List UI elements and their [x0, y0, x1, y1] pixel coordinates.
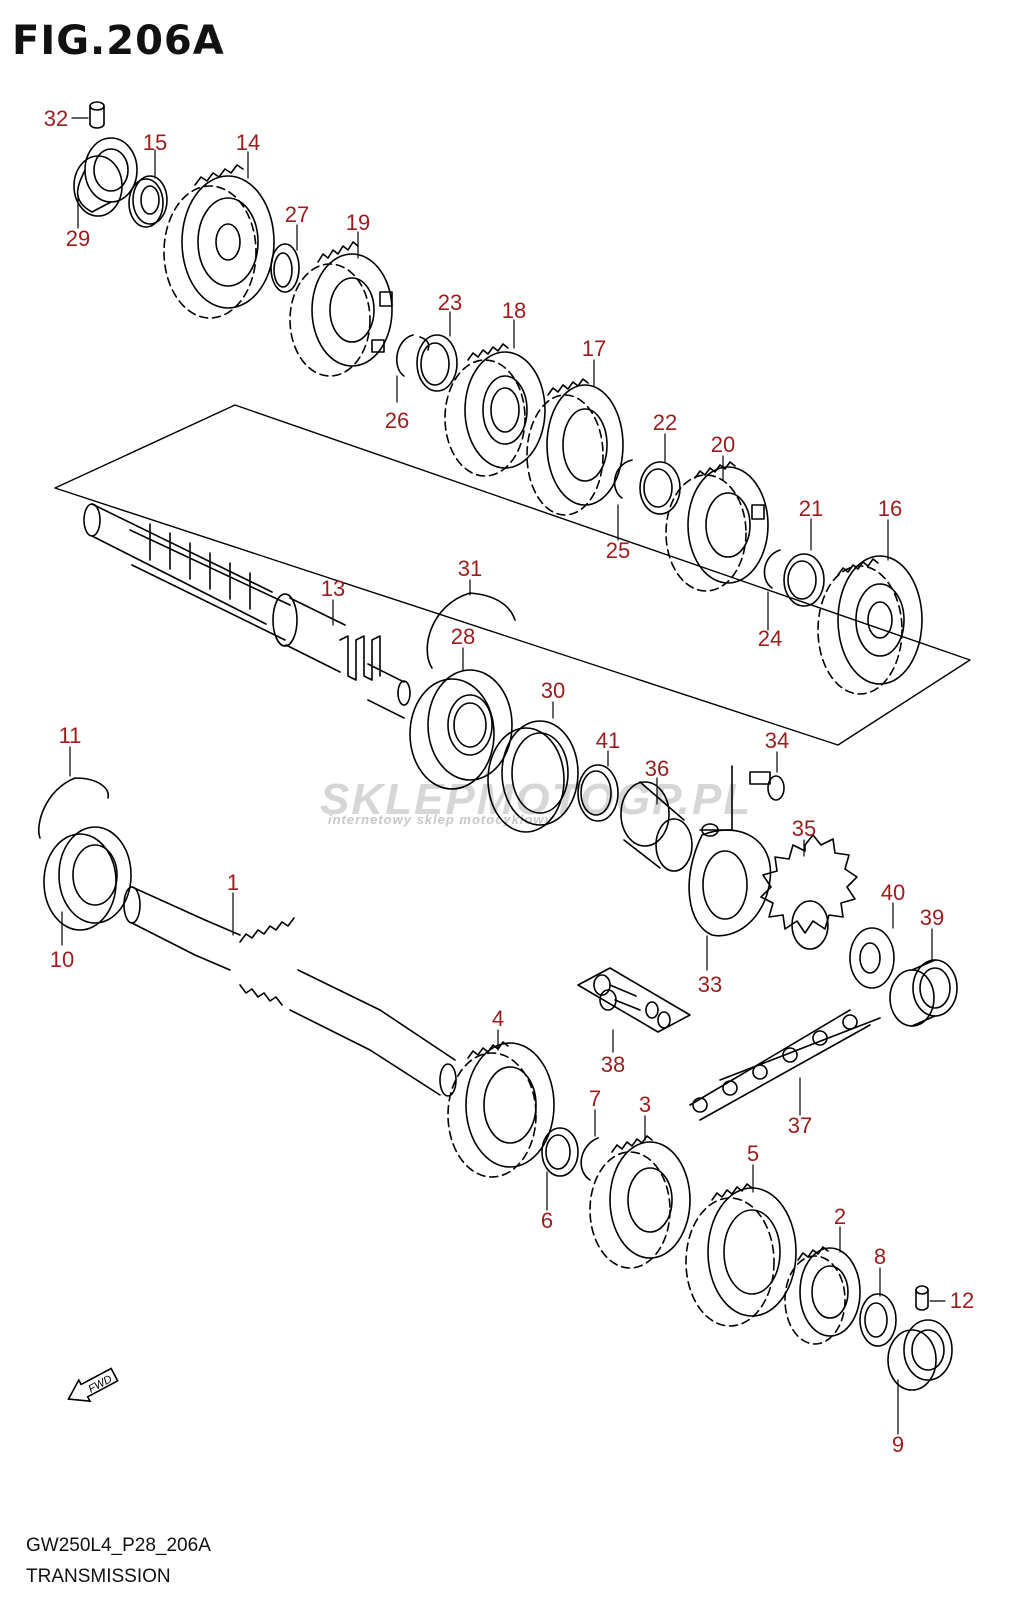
callout-9: 9	[892, 1432, 904, 1457]
part-27-washer	[270, 243, 300, 293]
fwd-arrow-icon: FWD	[67, 1367, 119, 1403]
callout-19: 19	[346, 210, 370, 235]
callout-labels: 32 29 15 14 27 19 23 26 18 17 22 25 20 2…	[44, 106, 974, 1457]
part-14-gear	[163, 164, 275, 319]
part-37-chain	[689, 1009, 881, 1121]
part-3-gear	[589, 1135, 691, 1269]
fwd-label: FWD	[86, 1373, 114, 1395]
part-19-gear	[289, 241, 393, 377]
callout-29: 29	[66, 226, 90, 251]
watermark-tagline: internetowy sklep motocyklowy	[328, 812, 553, 827]
callout-2: 2	[834, 1204, 846, 1229]
part-25-circlip	[613, 459, 633, 499]
figure-code: GW250L4_P28_206A	[26, 1535, 211, 1556]
callout-33: 33	[698, 972, 722, 997]
leader-lines	[61, 117, 946, 1435]
callout-5: 5	[747, 1141, 759, 1166]
callout-4: 4	[492, 1006, 504, 1031]
callout-10: 10	[50, 947, 74, 972]
part-38-master-link	[577, 967, 691, 1033]
part-23-washer	[416, 334, 458, 392]
part-8-washer	[859, 1293, 897, 1347]
part-16-gear	[817, 555, 923, 695]
part-26-circlip	[396, 334, 430, 377]
part-41-o-ring	[577, 764, 619, 822]
callout-8: 8	[874, 1244, 886, 1269]
part-11-c-ring	[38, 777, 109, 839]
part-12-dowel-pin	[915, 1285, 929, 1311]
part-5-gear	[685, 1183, 797, 1327]
callout-15: 15	[143, 130, 167, 155]
part-35-sprocket	[760, 834, 858, 950]
callout-6: 6	[541, 1208, 553, 1233]
part-22-washer	[639, 461, 681, 515]
part-9-bearing	[887, 1319, 953, 1391]
callout-18: 18	[502, 298, 526, 323]
callout-21: 21	[799, 496, 823, 521]
callout-39: 39	[920, 905, 944, 930]
part-33-plate	[688, 823, 772, 937]
callout-11: 11	[59, 723, 82, 748]
callout-7: 7	[589, 1086, 601, 1111]
part-40-washer	[849, 927, 895, 989]
callout-16: 16	[878, 496, 902, 521]
part-10-bearing	[43, 826, 132, 931]
figure-caption: TRANSMISSION	[26, 1566, 171, 1587]
part-2-gear	[784, 1246, 861, 1345]
part-17-gear	[526, 378, 624, 516]
part-4-gear	[447, 1041, 555, 1178]
part-30-seal	[487, 720, 579, 833]
callout-25: 25	[606, 538, 630, 563]
callout-40: 40	[881, 880, 905, 905]
callout-35: 35	[792, 816, 816, 841]
part-21-washer	[783, 553, 825, 607]
callout-17: 17	[582, 336, 606, 361]
callout-27: 27	[285, 202, 309, 227]
part-20-gear	[665, 461, 769, 592]
callout-20: 20	[711, 432, 735, 457]
callout-1: 1	[227, 870, 239, 895]
callout-31: 31	[458, 556, 482, 581]
part-34-bolt	[699, 765, 785, 831]
callout-34: 34	[765, 728, 789, 753]
part-13-countershaft	[83, 503, 411, 719]
part-39-nut	[889, 959, 958, 1027]
part-36-spacer	[620, 781, 693, 872]
callout-14: 14	[236, 130, 260, 155]
part-18-gear	[444, 343, 546, 477]
callout-32: 32	[44, 106, 68, 131]
part-28-bearing	[409, 669, 513, 790]
callout-23: 23	[438, 290, 462, 315]
callout-36: 36	[645, 756, 669, 781]
callout-28: 28	[451, 624, 475, 649]
callout-26: 26	[385, 408, 409, 433]
part-31-c-ring	[426, 592, 516, 669]
callout-13: 13	[321, 576, 345, 601]
callout-12: 12	[950, 1288, 974, 1313]
part-6-washer	[541, 1127, 579, 1177]
callout-41: 41	[596, 728, 620, 753]
part-24-circlip	[763, 549, 781, 589]
part-29-bearing	[73, 137, 138, 217]
callout-37: 37	[788, 1113, 812, 1138]
callout-3: 3	[639, 1092, 651, 1117]
part-15-washer	[128, 175, 168, 228]
part-7-circlip	[580, 1137, 599, 1181]
countershaft-group-frame	[54, 404, 971, 746]
callout-22: 22	[653, 410, 677, 435]
part-1-driveshaft	[123, 886, 457, 1097]
figure-title: FIG.206A	[12, 18, 225, 64]
callout-38: 38	[601, 1052, 625, 1077]
callout-24: 24	[758, 626, 782, 651]
callout-30: 30	[541, 678, 565, 703]
part-32-dowel-pin	[89, 101, 105, 129]
